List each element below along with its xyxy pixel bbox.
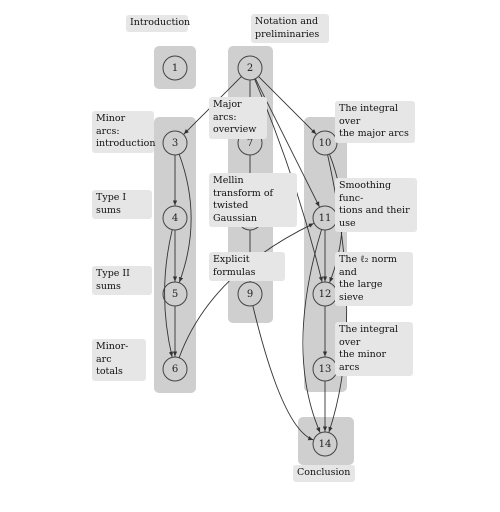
label-minor-arc-totals: Minor-arc totals bbox=[92, 339, 146, 381]
node-label-4: 4 bbox=[172, 213, 178, 224]
node-label-11: 11 bbox=[319, 213, 332, 224]
label-l2-norm-large-sieve: The ℓ₂ norm and the large sieve bbox=[335, 252, 413, 306]
node-5: 5 bbox=[162, 281, 188, 307]
label-integral-major-arcs: The integral over the major arcs bbox=[335, 101, 415, 143]
node-label-9: 9 bbox=[247, 289, 253, 300]
node-10: 10 bbox=[312, 130, 338, 156]
label-type-i-sums: Type I sums bbox=[92, 190, 152, 219]
label-integral-minor-arcs: The integral over the minor arcs bbox=[335, 322, 413, 376]
label-notation-preliminaries: Notation and preliminaries bbox=[251, 14, 329, 43]
node-circle-1 bbox=[162, 55, 188, 81]
node-circle-10 bbox=[312, 130, 338, 156]
node-circle-14 bbox=[312, 431, 338, 457]
node-2: 2 bbox=[237, 55, 263, 81]
label-conclusion: Conclusion bbox=[293, 465, 355, 482]
node-label-7: 7 bbox=[247, 138, 253, 149]
column-intro bbox=[154, 46, 196, 89]
node-9: 9 bbox=[237, 281, 263, 307]
node-14: 14 bbox=[312, 431, 338, 457]
edge-11-14 bbox=[302, 229, 322, 433]
label-mellin-transform: Mellin transform of twisted Gaussian bbox=[209, 173, 297, 227]
node-label-2: 2 bbox=[247, 63, 253, 74]
node-label-6: 6 bbox=[172, 364, 178, 375]
node-circle-9 bbox=[237, 281, 263, 307]
node-label-10: 10 bbox=[319, 138, 332, 149]
node-circle-5 bbox=[162, 281, 188, 307]
label-minor-arcs-introduction: Minor arcs: introduction bbox=[92, 111, 155, 153]
edge-2-11 bbox=[254, 78, 320, 208]
node-label-1: 1 bbox=[172, 63, 178, 74]
node-circle-4 bbox=[162, 205, 188, 231]
column-conclusion bbox=[298, 417, 354, 465]
label-explicit-formulas: Explicit formulas bbox=[209, 252, 285, 281]
edge-4-6 bbox=[164, 229, 174, 357]
node-4: 4 bbox=[162, 205, 188, 231]
edge-9-14 bbox=[252, 305, 314, 441]
node-label-14: 14 bbox=[319, 439, 332, 450]
node-circle-2 bbox=[237, 55, 263, 81]
node-6: 6 bbox=[162, 356, 188, 382]
edge-2-10 bbox=[258, 76, 317, 135]
label-type-ii-sums: Type II sums bbox=[92, 266, 152, 295]
edge-3-5 bbox=[178, 154, 192, 283]
node-1: 1 bbox=[162, 55, 188, 81]
label-introduction: Introduction bbox=[126, 15, 190, 32]
node-label-5: 5 bbox=[172, 289, 178, 300]
node-label-3: 3 bbox=[172, 138, 178, 149]
node-label-13: 13 bbox=[319, 364, 332, 375]
node-circle-6 bbox=[162, 356, 188, 382]
label-major-arcs-overview: Major arcs: overview bbox=[209, 97, 267, 139]
edge-6-11 bbox=[178, 223, 314, 358]
node-3: 3 bbox=[162, 130, 188, 156]
node-label-12: 12 bbox=[319, 289, 332, 300]
label-smoothing-functions: Smoothing func- tions and their use bbox=[335, 178, 417, 232]
node-circle-3 bbox=[162, 130, 188, 156]
